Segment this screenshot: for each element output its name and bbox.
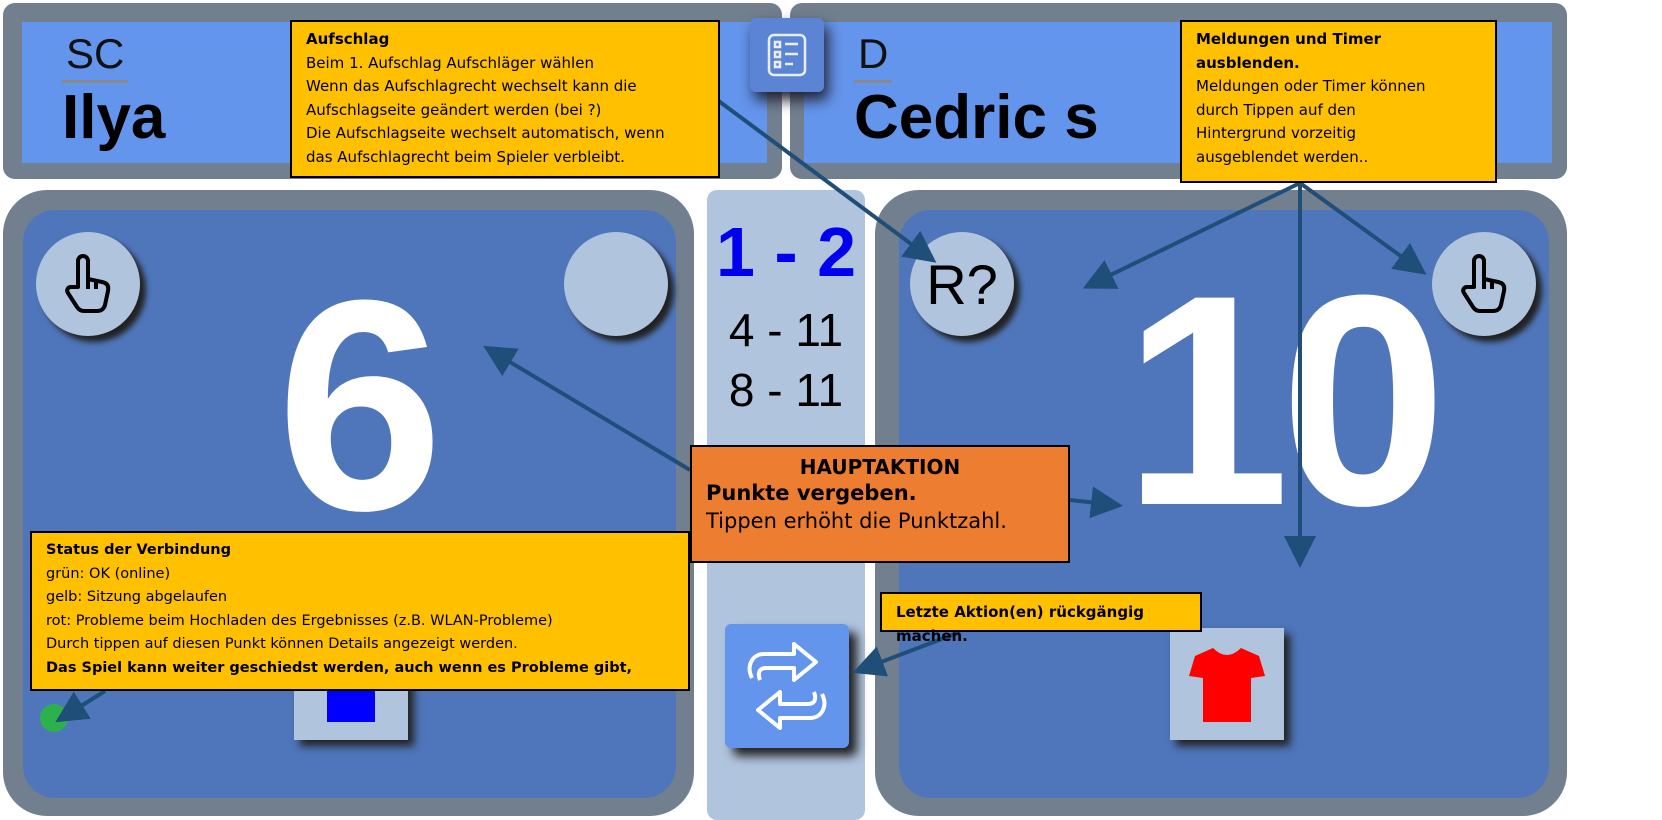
- connection-tooltip: Status der Verbindung grün: OK (online) …: [30, 531, 690, 691]
- main-action-tooltip: HAUPTAKTION Punkte vergeben. Tippen erhö…: [690, 445, 1070, 563]
- pointing-hand-icon: [1461, 254, 1507, 313]
- left-serve-button[interactable]: [36, 232, 140, 336]
- left-score[interactable]: 6: [276, 237, 444, 573]
- undo-tooltip: Letzte Aktion(en) rückgängig machen.: [880, 592, 1202, 645]
- left-player-name: Ilya: [62, 83, 166, 152]
- tooltip-title: Status der Verbindung: [46, 542, 231, 558]
- right-serve-side-button[interactable]: R?: [910, 232, 1014, 336]
- serve-tooltip: Aufschlag Beim 1. Aufschlag Aufschläger …: [290, 20, 720, 178]
- shirt-icon: [1189, 648, 1265, 722]
- tooltip-line: Beim 1. Aufschlag Aufschläger wählen: [306, 53, 594, 72]
- undo-button[interactable]: [725, 624, 849, 748]
- tooltip-line: das Aufschlagrecht beim Spieler verbleib…: [306, 147, 625, 166]
- tooltip-line: gelb: Sitzung abgelaufen: [46, 589, 228, 605]
- tooltip-line: grün: OK (online): [46, 565, 171, 582]
- tooltip-title: HAUPTAKTION: [799, 455, 961, 479]
- connection-status-dot[interactable]: [40, 704, 68, 732]
- left-club: SC: [62, 28, 129, 83]
- right-serve-button[interactable]: [1432, 232, 1536, 336]
- left-status-circle[interactable]: [564, 232, 668, 336]
- tooltip-line: Meldungen oder Timer können: [1196, 77, 1426, 95]
- messages-tooltip: Meldungen und Timer ausblenden. Meldunge…: [1180, 20, 1497, 183]
- tooltip-line: durch Tippen auf den: [1196, 100, 1356, 119]
- sets-score: 1 - 2: [715, 213, 857, 291]
- game-score: 8 - 11: [728, 364, 844, 416]
- right-shirt-button[interactable]: [1170, 628, 1284, 740]
- menu-button[interactable]: [750, 18, 824, 92]
- tooltip-text: Tippen erhöht die Punktzahl.: [706, 509, 1007, 533]
- right-score[interactable]: 10: [1123, 232, 1447, 568]
- tooltip-line: rot: Probleme beim Hochladen des Ergebni…: [46, 612, 553, 629]
- tooltip-title: Meldungen und Timer ausblenden.: [1196, 30, 1382, 72]
- swap-arrows-icon: [747, 642, 827, 730]
- pointing-hand-icon: [65, 254, 111, 313]
- tooltip-line: Hintergrund vorzeitig: [1196, 124, 1357, 142]
- right-club: D: [854, 28, 893, 83]
- tooltip-line: Aufschlagseite geändert werden (bei ?): [306, 100, 602, 119]
- tooltip-subtitle: Punkte vergeben.: [706, 481, 917, 505]
- tooltip-line: ausgeblendet werden..: [1196, 147, 1369, 166]
- tooltip-text: Letzte Aktion(en) rückgängig machen.: [896, 603, 1144, 645]
- tooltip-line: Die Aufschlagseite wechselt automatisch,…: [306, 124, 665, 142]
- checklist-icon: [767, 33, 807, 77]
- tooltip-line: Durch tippen auf diesen Punkt können Det…: [46, 636, 518, 652]
- tooltip-line: Das Spiel kann weiter geschiedst werden,…: [46, 659, 633, 676]
- serve-side-label: R?: [926, 252, 998, 316]
- tooltip-title: Aufschlag: [306, 30, 390, 48]
- tooltip-line: Wenn das Aufschlagrecht wechselt kann di…: [306, 77, 637, 95]
- game-score: 4 - 11: [728, 304, 844, 356]
